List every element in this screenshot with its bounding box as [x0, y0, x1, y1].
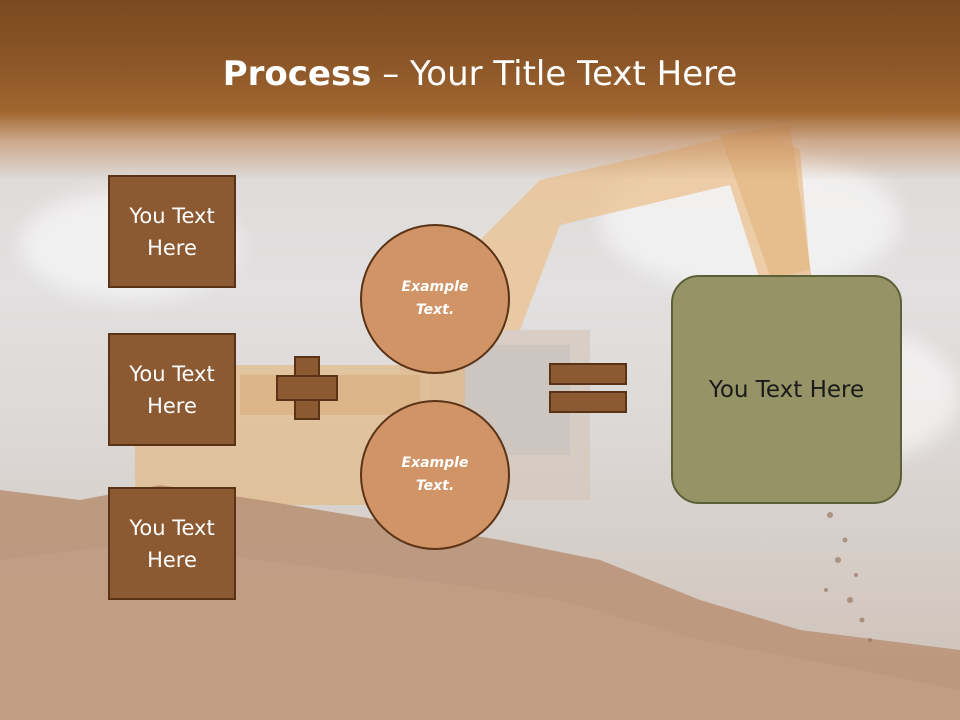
- text-box-2-line1: You Text: [129, 361, 215, 386]
- text-box-1[interactable]: You Text Here: [108, 175, 236, 288]
- equals-top-bar: [549, 363, 627, 385]
- text-box-3[interactable]: You Text Here: [108, 487, 236, 600]
- text-box-2[interactable]: You Text Here: [108, 333, 236, 446]
- text-box-2-line2: Here: [147, 393, 197, 418]
- circle-bottom-text: Example Text.: [401, 455, 469, 494]
- header-band: [0, 0, 960, 180]
- title-rest: – Your Title Text Here: [371, 54, 738, 94]
- circle-top-text: Example Text.: [401, 279, 469, 318]
- result-text: You Text Here: [708, 376, 865, 403]
- circle-bottom[interactable]: Example Text.: [360, 400, 510, 550]
- equals-bottom-bar: [549, 391, 627, 413]
- text-box-1-line2: Here: [147, 235, 197, 260]
- text-box-3-line1: You Text: [129, 515, 215, 540]
- text-box-1-line1: You Text: [129, 203, 215, 228]
- circle-top[interactable]: Example Text.: [360, 224, 510, 374]
- plus-center-fill: [296, 377, 318, 399]
- text-box-3-line2: Here: [147, 547, 197, 572]
- result-box[interactable]: You Text Here: [671, 275, 902, 504]
- slide-title[interactable]: Process – Your Title Text Here: [0, 50, 960, 98]
- title-bold: Process: [222, 54, 372, 94]
